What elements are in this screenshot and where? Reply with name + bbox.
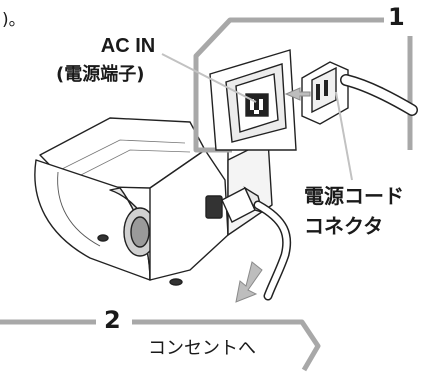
connector-leader: [335, 91, 353, 181]
step2-number: 2: [104, 306, 121, 334]
zoom-inset: [209, 49, 418, 151]
down-arrow-icon: [235, 261, 263, 303]
ac-in-label: AC IN: [68, 36, 188, 56]
cord-connector-line1: 電源コード: [304, 184, 404, 208]
step2-label: コンセントへ: [148, 338, 256, 359]
fragment-text: )。: [2, 10, 26, 30]
ac-in-leader: [161, 53, 257, 103]
plug-in-body: [221, 186, 292, 301]
cord-connector-line2: コネクタ: [304, 214, 384, 238]
step1-number: 1: [388, 3, 405, 31]
ac-in-title: AC IN: [100, 35, 156, 57]
step2-frame: [0, 319, 321, 372]
step1-frame: [193, 17, 413, 153]
ac-in-subtitle: (電源端子): [56, 64, 145, 85]
insert-arrow-icon: [284, 87, 311, 101]
